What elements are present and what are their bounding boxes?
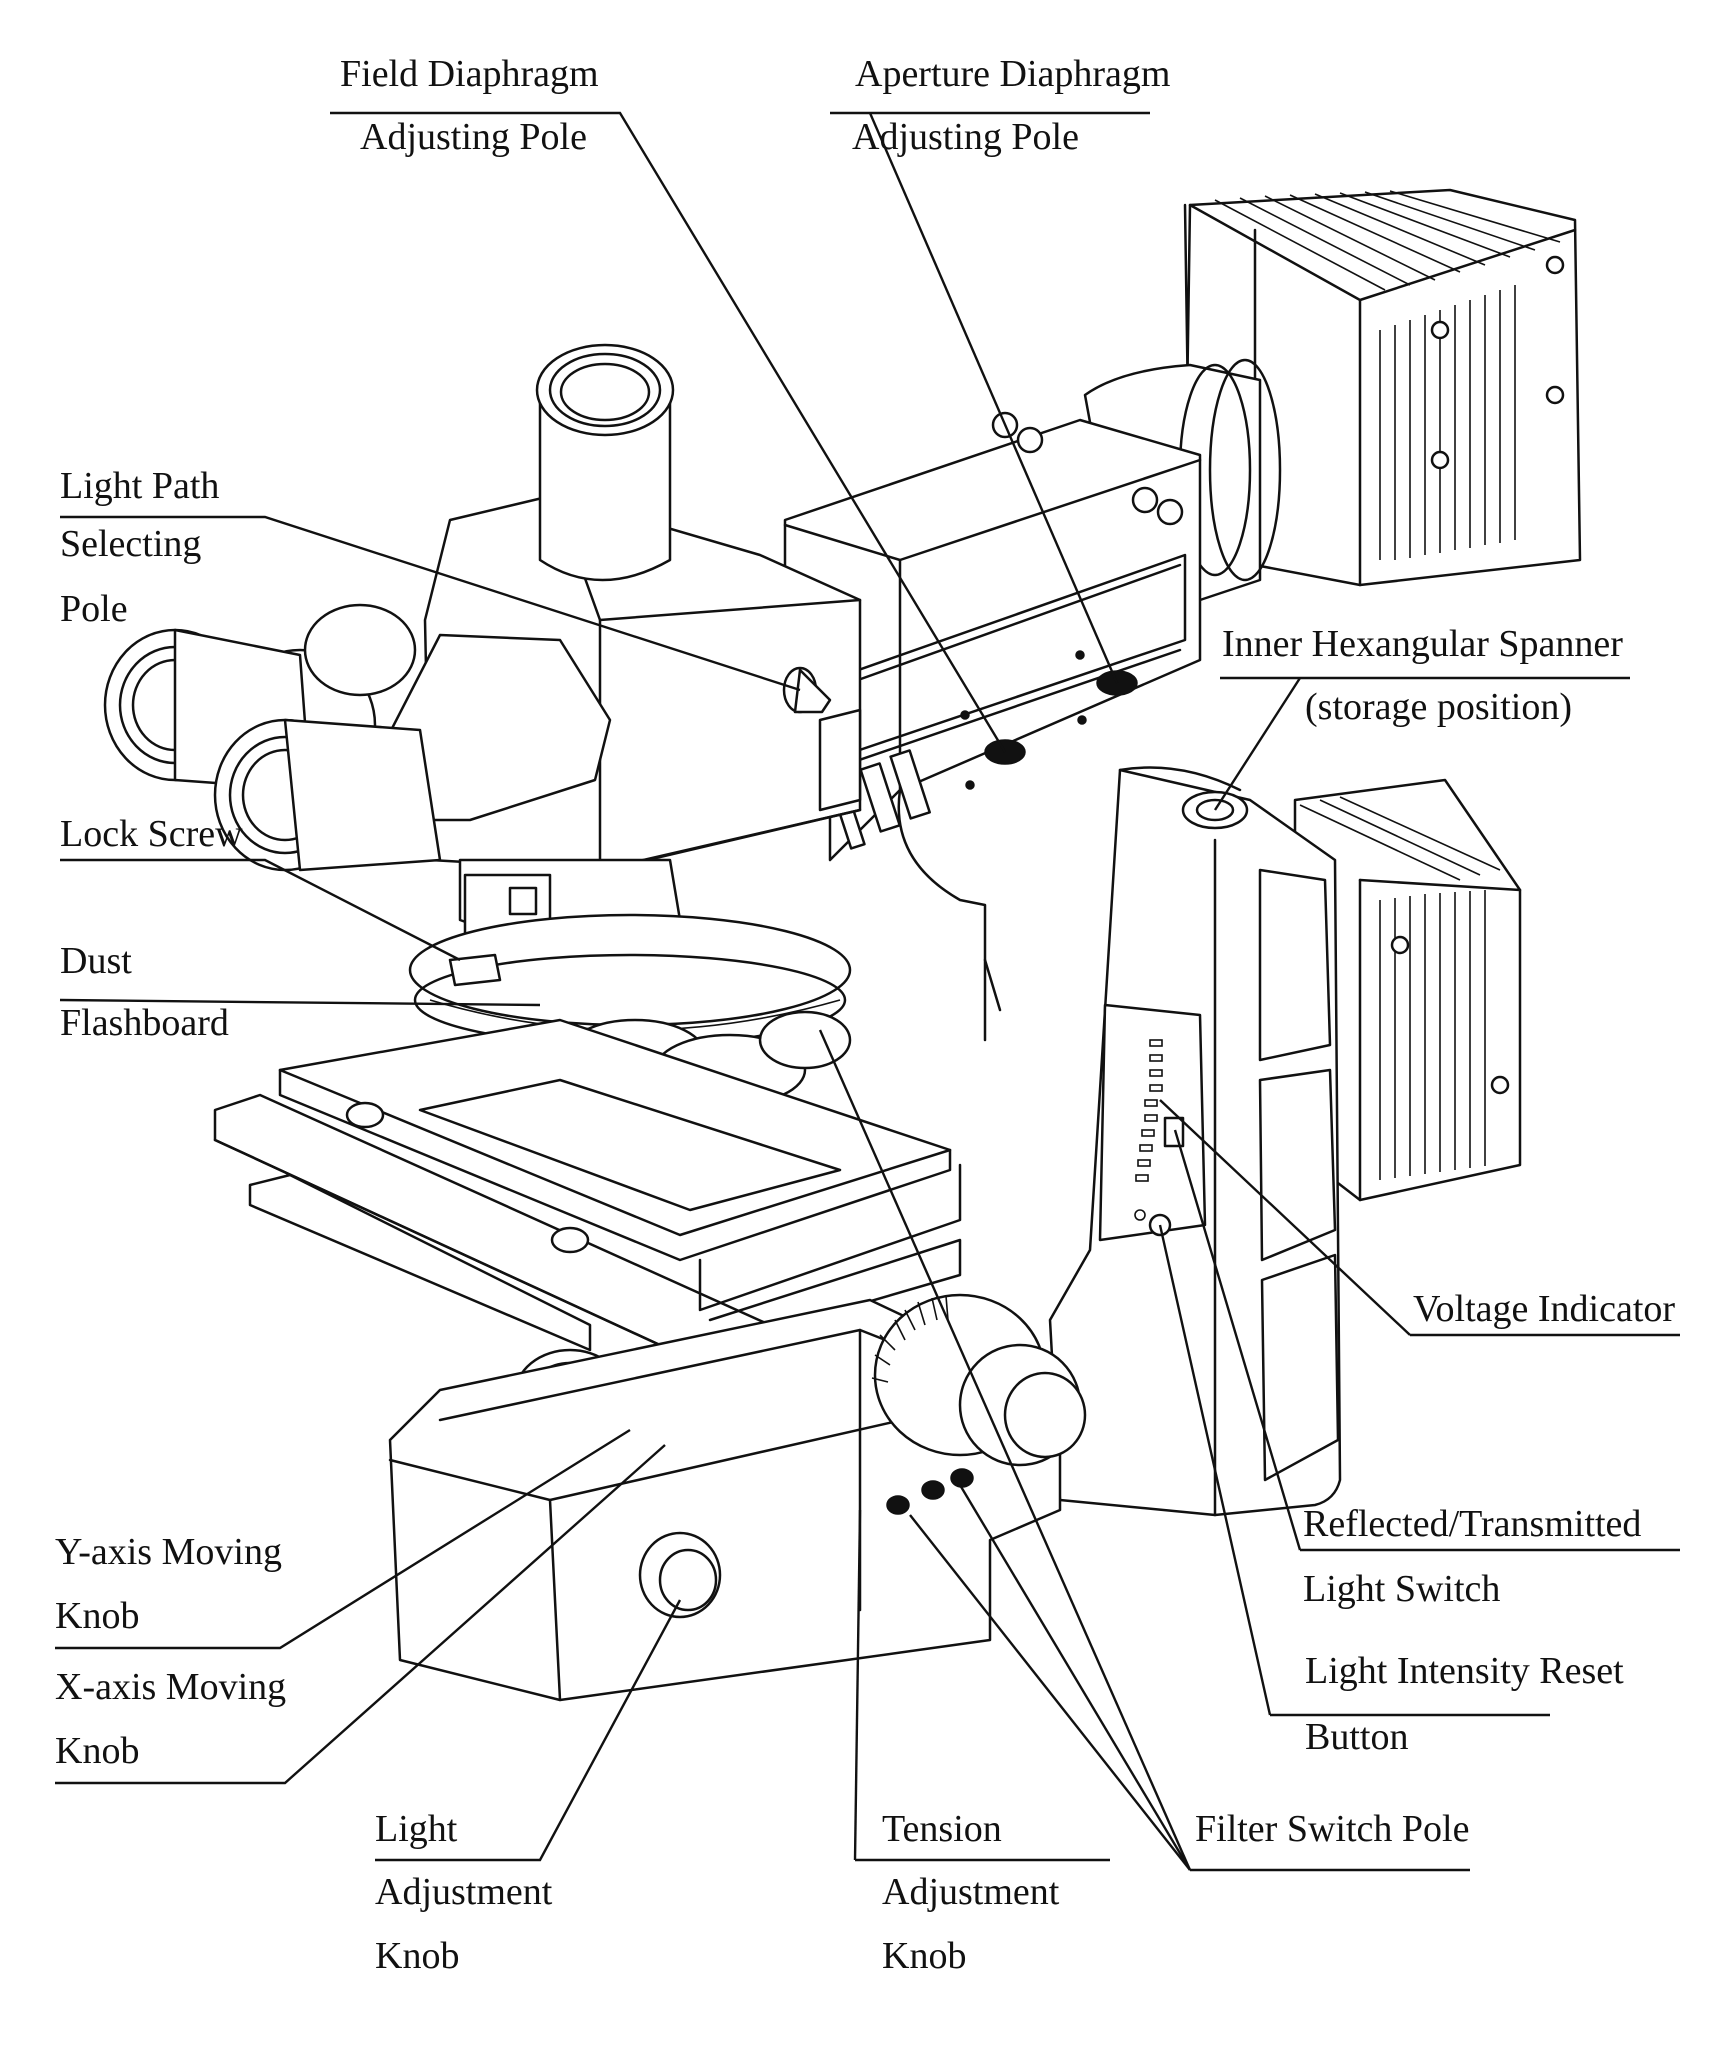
label-x-axis-line2: Knob [55,1730,140,1772]
label-light-path-line2: Selecting [60,523,202,565]
eyepieces [103,603,612,872]
label-light-path-line1: Light Path [60,465,220,507]
upper-lamp-house [1183,188,1582,587]
label-light-adjustment-line1: Light [375,1808,458,1850]
leader-lines [55,111,1680,1872]
label-field-diaphragm-line1: Field Diaphragm [340,53,599,95]
label-y-axis-line1: Y-axis Moving [55,1531,282,1573]
label-x-axis-line1: X-axis Moving [55,1666,287,1708]
label-y-axis-line2: Knob [55,1595,140,1637]
label-tension-line2: Adjustment [882,1871,1060,1913]
label-inner-hex-line2: (storage position) [1305,686,1573,728]
label-inner-hex-line1: Inner Hexangular Spanner [1222,623,1623,665]
label-aperture-diaphragm-line2: Adjusting Pole [852,116,1079,158]
label-dust-line1: Dust [60,940,132,982]
arm-pillar [1048,766,1342,1517]
label-light-adjustment-line3: Knob [375,1935,460,1977]
label-tension-line3: Knob [882,1935,967,1977]
label-light-adjustment-line2: Adjustment [375,1871,553,1913]
label-field-diaphragm-line2: Adjusting Pole [360,116,587,158]
lower-lamp-house [1293,778,1522,1202]
label-tension-line1: Tension [882,1808,1002,1850]
label-aperture-diaphragm-line1: Aperture Diaphragm [855,53,1171,95]
label-light-path-line3: Pole [60,588,128,630]
illuminator-box [783,411,1202,1042]
label-voltage-indicator: Voltage Indicator [1413,1288,1676,1330]
label-reflected-line1: Reflected/Transmitted [1303,1503,1642,1545]
label-reflected-line2: Light Switch [1303,1568,1501,1610]
label-light-reset-line2: Button [1305,1716,1409,1758]
label-dust-line2: Flashboard [60,1002,229,1044]
label-filter-switch-pole: Filter Switch Pole [1195,1808,1470,1850]
trinocular-head [103,343,862,872]
base [388,1293,1087,1702]
label-light-reset-line1: Light Intensity Reset [1305,1650,1624,1692]
label-lock-screw: Lock Screw [60,813,243,855]
